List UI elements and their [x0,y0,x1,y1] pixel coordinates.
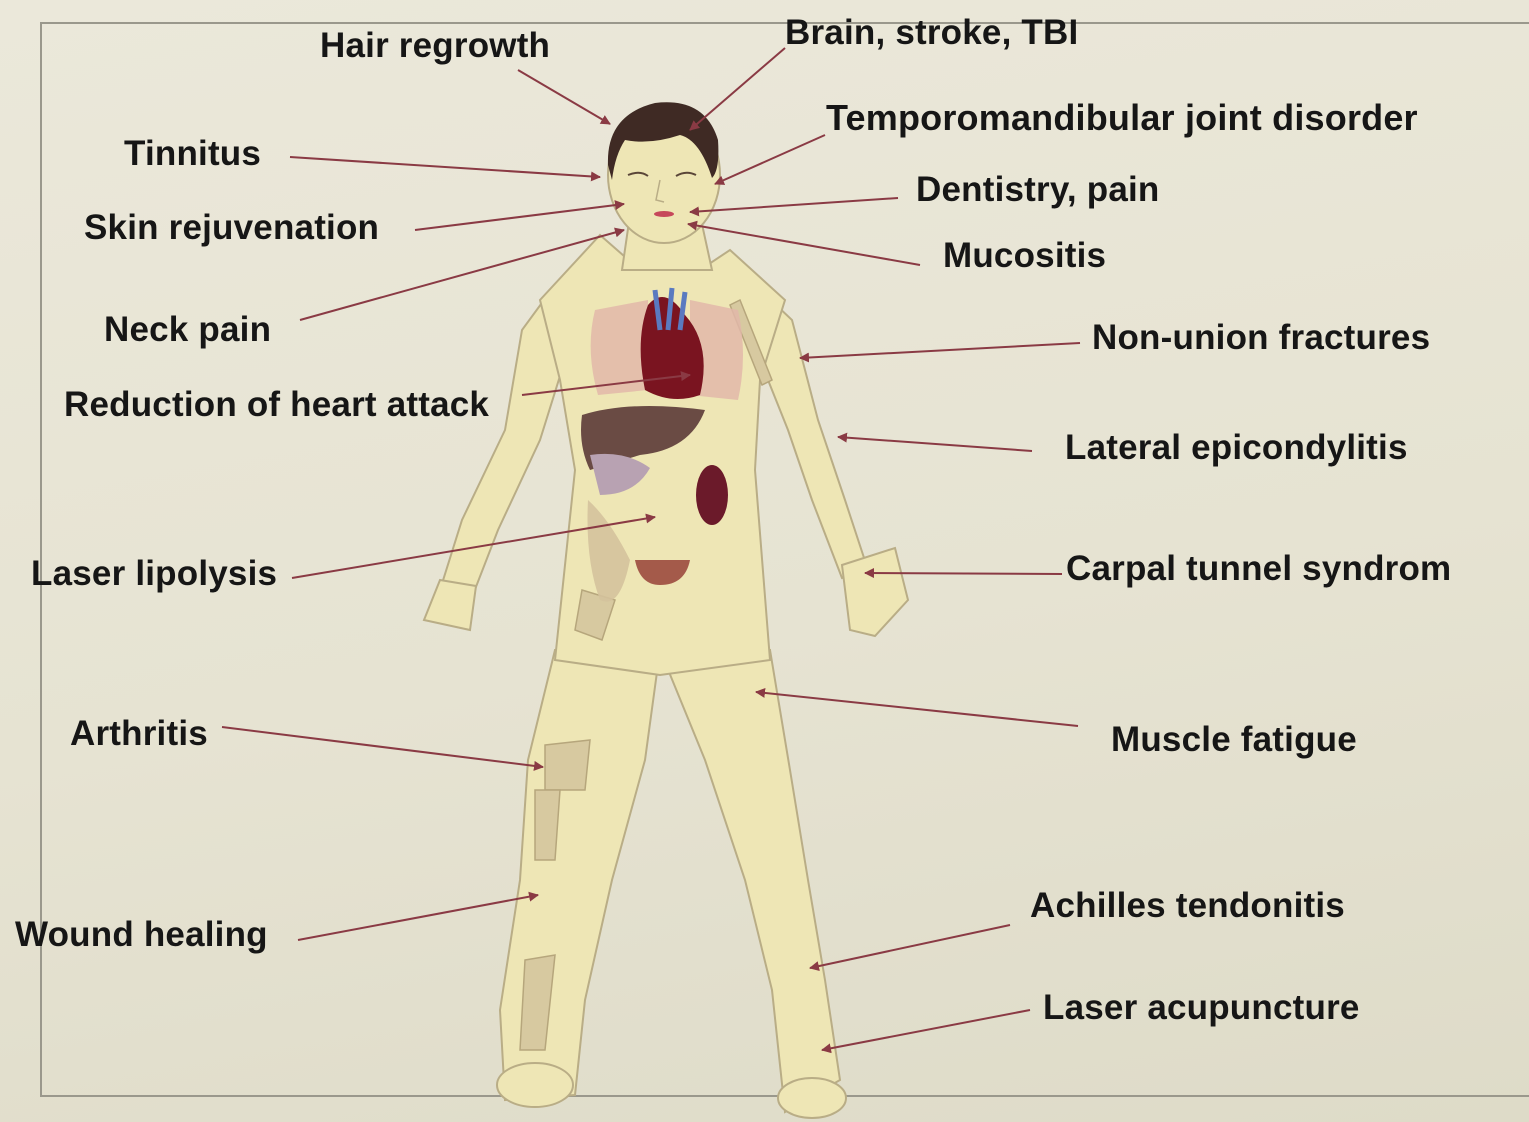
label-tmj: Temporomandibular joint disorder [826,100,1418,136]
arrow-nonunion [800,343,1080,358]
arrow-arthritis [222,727,543,767]
label-brain: Brain, stroke, TBI [785,15,1078,50]
label-nonunion: Non-union fractures [1092,320,1430,355]
label-skin: Skin rejuvenation [84,210,379,245]
label-mucositis: Mucositis [943,238,1106,273]
kidney [696,465,728,525]
right-foot [778,1078,846,1118]
arrow-wound [298,895,538,940]
arrow-acupuncture [822,1010,1030,1050]
label-lipolysis: Laser lipolysis [31,556,277,591]
label-tinnitus: Tinnitus [124,136,261,171]
arrow-tinnitus [290,157,600,177]
left-hand [424,580,476,630]
arrow-hair-regrowth [518,70,610,124]
label-neck: Neck pain [104,312,271,347]
label-wound: Wound healing [15,917,268,952]
label-achilles: Achilles tendonitis [1030,888,1345,923]
label-carpal: Carpal tunnel syndrom [1066,551,1451,586]
arrow-achilles [810,925,1010,968]
label-lateral: Lateral epicondylitis [1065,430,1408,465]
left-arm [440,285,565,592]
right-leg [660,650,840,1112]
mouth [654,211,674,217]
label-heart: Reduction of heart attack [64,387,489,422]
label-acupuncture: Laser acupuncture [1043,990,1360,1025]
label-muscle: Muscle fatigue [1111,722,1357,757]
arrow-lateral [838,437,1032,451]
label-hair-regrowth: Hair regrowth [320,28,550,63]
arrow-dentistry [690,198,898,212]
arrow-muscle [756,692,1078,726]
arrow-brain [690,48,785,130]
label-arthritis: Arthritis [70,716,208,751]
arrow-skin [415,204,624,230]
right-hand [842,548,908,636]
human-body [424,107,908,1118]
arrow-tmj [715,135,825,184]
left-foot [497,1063,573,1107]
label-dentistry: Dentistry, pain [916,172,1160,207]
arrow-carpal [865,573,1062,574]
